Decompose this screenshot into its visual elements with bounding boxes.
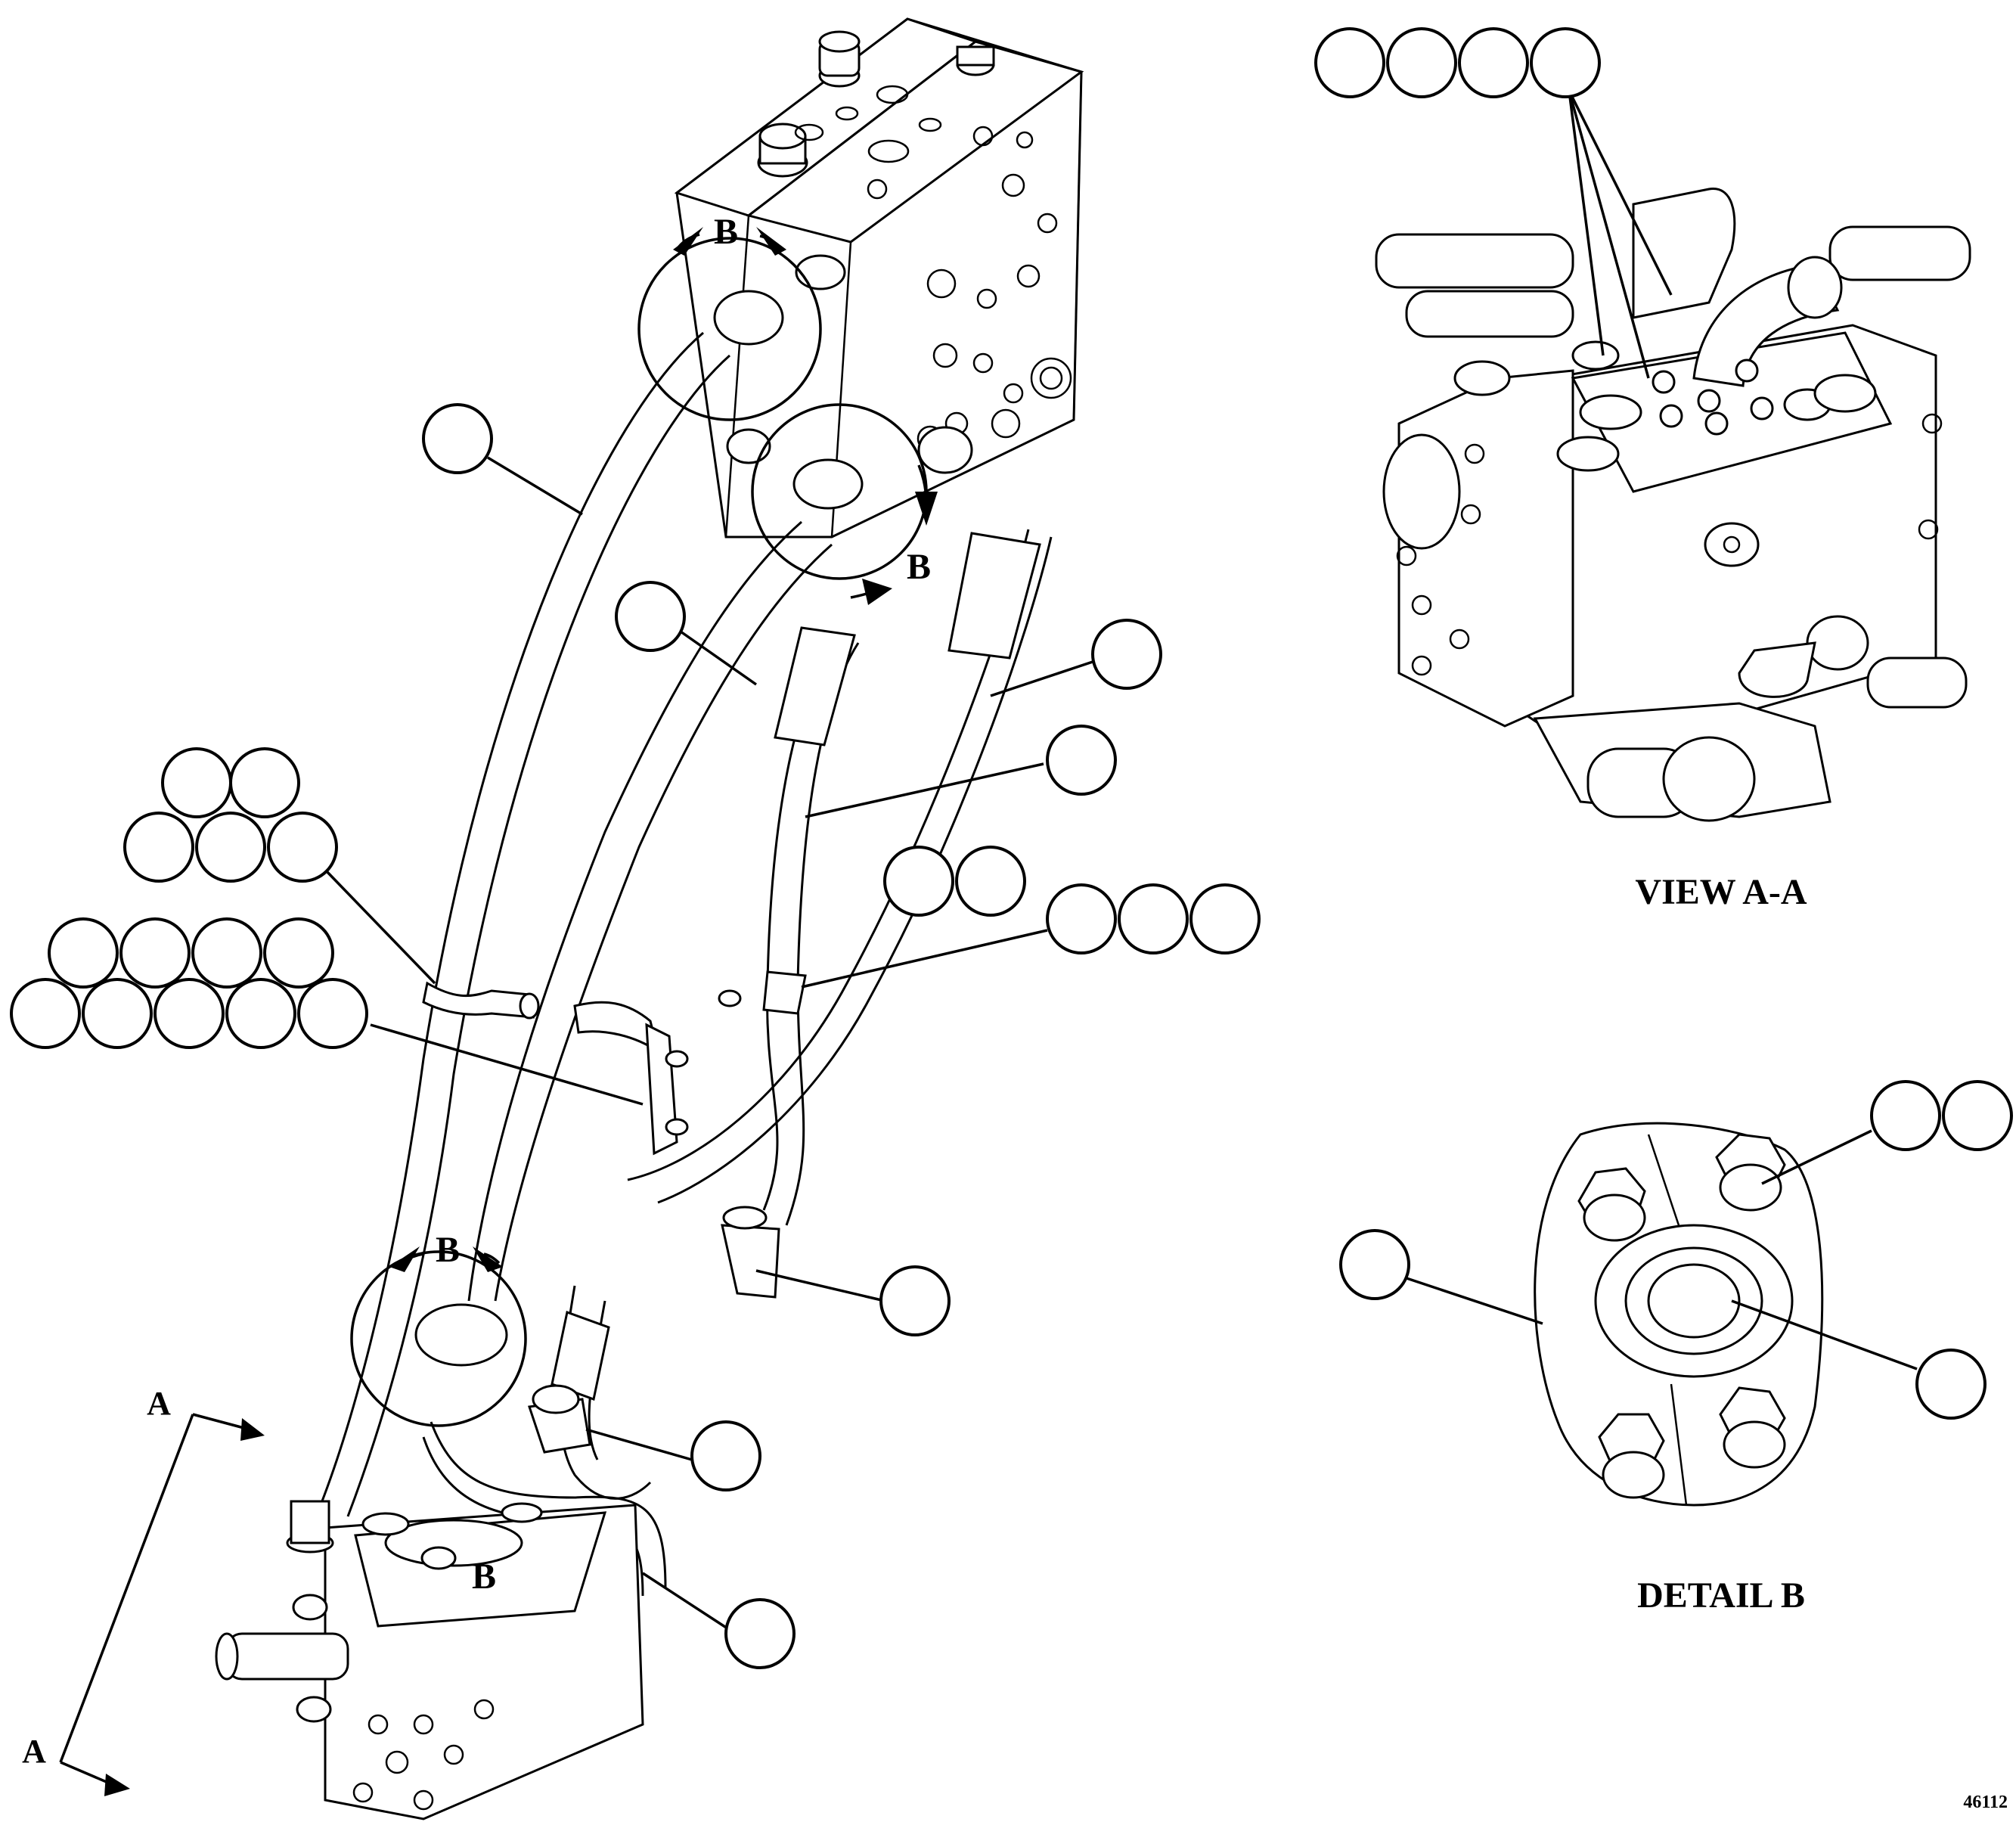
hose-clamps	[422, 981, 742, 1156]
hydraulic-pump	[215, 1500, 644, 1820]
callout-balloon	[1942, 1080, 2013, 1151]
callout-balloon	[1046, 725, 1117, 796]
callout-balloon	[1915, 1349, 1987, 1420]
split-flange	[1534, 1122, 1824, 1507]
callout-balloon	[191, 917, 262, 989]
view-aa: VIEW A-A	[1314, 27, 1971, 912]
callout-balloon	[119, 917, 191, 989]
callout-balloon	[1870, 1080, 1941, 1151]
callout-balloon	[1458, 27, 1529, 98]
callout-balloon	[955, 846, 1026, 917]
callout-balloon	[195, 812, 266, 883]
callout-balloon	[48, 917, 119, 989]
callout-balloon	[1386, 27, 1457, 98]
section-cut-line: A A	[22, 1385, 265, 1796]
control-valve-block	[674, 17, 1084, 539]
section-a-label-bottom: A	[22, 1733, 46, 1770]
callout-balloon	[263, 917, 334, 989]
callout-balloon	[724, 1598, 796, 1669]
detail-b: DETAIL B	[1339, 1080, 2013, 1616]
callout-balloon	[879, 1265, 951, 1336]
callout-balloon	[267, 812, 338, 883]
callout-balloon	[229, 747, 300, 818]
callout-balloon	[690, 1420, 761, 1491]
callout-balloon	[82, 978, 153, 1049]
detail-b-label: DETAIL B	[1637, 1575, 1805, 1616]
callout-balloon	[1530, 27, 1601, 98]
hoses	[316, 331, 1053, 1597]
view-aa-pump	[1375, 188, 1971, 822]
callout-balloons	[10, 403, 1261, 1669]
leader-lines	[324, 456, 1093, 1631]
callout-balloon	[1189, 883, 1261, 954]
detail-b-marker: B	[436, 1230, 460, 1270]
callout-balloon	[154, 978, 225, 1049]
callout-balloon	[10, 978, 81, 1049]
drawing-number: 46112	[1963, 1793, 2008, 1812]
callout-balloon	[1091, 619, 1162, 690]
callout-balloon	[1314, 27, 1385, 98]
callout-balloon	[615, 581, 686, 652]
callout-balloon	[297, 978, 368, 1049]
section-a-label-top: A	[147, 1385, 171, 1422]
callout-balloon	[1046, 883, 1117, 954]
callout-balloon	[123, 812, 194, 883]
callout-balloon	[1118, 883, 1189, 954]
callout-balloon	[225, 978, 296, 1049]
detail-b-markers: B B B B	[436, 212, 931, 1597]
callout-balloon	[883, 846, 954, 917]
callout-balloon	[422, 403, 493, 474]
callout-balloon	[161, 747, 232, 818]
callout-balloon	[1339, 1229, 1410, 1300]
view-aa-label: VIEW A-A	[1635, 872, 1807, 912]
detail-b-marker: B	[472, 1557, 496, 1597]
loose-fittings	[528, 1206, 780, 1454]
main-assembly	[215, 17, 1084, 1820]
detail-b-marker: B	[714, 212, 738, 252]
detail-b-marker: B	[907, 547, 931, 587]
